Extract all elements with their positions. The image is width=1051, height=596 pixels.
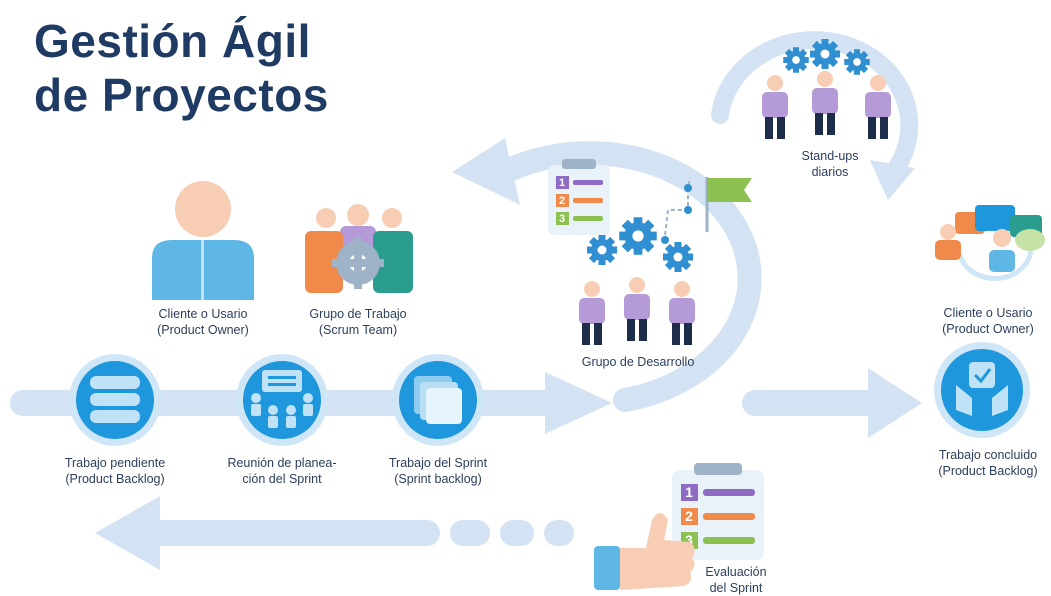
review-list-number-3: 3 (685, 532, 693, 548)
label-done: Trabajo concluido (Product Backlog) (938, 448, 1038, 478)
page-title: Gestión Ágil de Proyectos (34, 14, 329, 122)
return-arrow (95, 496, 574, 570)
product-backlog-node (69, 354, 161, 446)
title-line-2: de Proyectos (34, 69, 329, 121)
label-sprint-planning: Reunión de planea- ción del Sprint (227, 456, 337, 486)
label-dev-team: Grupo de Desarrollo (581, 355, 695, 369)
dev-list-number-2: 2 (559, 195, 565, 207)
standup-loop-arrow (711, 31, 919, 200)
sprint-review-icon: 1 2 3 (594, 463, 764, 590)
dev-list-number-3: 3 (559, 213, 565, 225)
label-sprint-backlog: Trabajo del Sprint (Sprint backlog) (388, 456, 488, 486)
flow-arrow-done (742, 368, 922, 438)
scrum-team-icon (305, 204, 413, 293)
review-list-number-2: 2 (685, 508, 693, 524)
label-product-owner-left: Cliente o Usario (Product Owner) (157, 307, 249, 337)
label-product-backlog: Trabajo pendiente (Product Backlog) (64, 456, 166, 486)
sprint-planning-node (236, 354, 328, 446)
label-standups: Stand-ups diarios (801, 149, 859, 179)
feedback-icon (935, 205, 1045, 281)
sprint-backlog-node (392, 354, 484, 446)
label-scrum-team: Grupo de Trabajo (Scrum Team) (309, 307, 407, 337)
title-line-1: Gestión Ágil (34, 15, 311, 67)
dev-team-icon: 1 2 3 (548, 159, 752, 345)
label-product-owner-right: Cliente o Usario (Product Owner) (942, 306, 1034, 336)
review-list-number-1: 1 (685, 484, 693, 500)
done-node (934, 342, 1030, 438)
label-sprint-review: Evaluación del Sprint (705, 565, 767, 595)
sprint-loop-arrow (452, 138, 762, 412)
product-owner-icon (152, 181, 254, 300)
dev-list-number-1: 1 (559, 177, 565, 189)
